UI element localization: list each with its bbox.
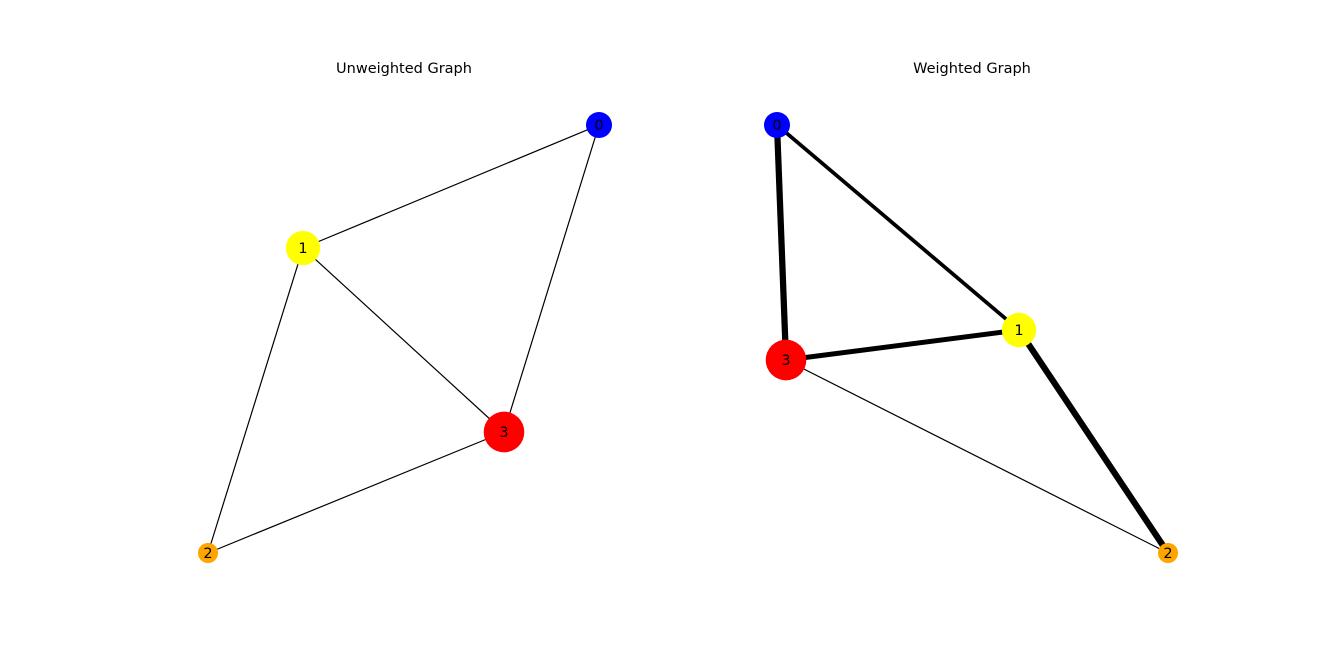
weighted-edge-0-1	[775, 123, 1021, 332]
unweighted-edge-0-1	[302, 124, 600, 249]
weighted-node-2-label: 2	[1163, 546, 1172, 562]
weighted-edge-1-2	[1015, 326, 1172, 557]
weighted-edge-0-3	[773, 121, 790, 364]
unweighted-edge-2-3	[207, 431, 505, 554]
unweighted-edge-1-3	[302, 247, 505, 433]
weighted-node-0: 0	[764, 112, 790, 138]
weighted-node-2: 2	[1157, 542, 1179, 564]
unweighted-node-1-marker	[285, 230, 321, 266]
unweighted-graph-panel: Unweighted Graph 0 1 2 3	[197, 61, 612, 564]
unweighted-node-0-marker	[586, 112, 612, 138]
unweighted-node-1-label: 1	[298, 241, 307, 257]
unweighted-graph-edges	[207, 124, 600, 554]
weighted-edge-3-1	[783, 327, 1022, 363]
weighted-edge-3-2	[785, 359, 1169, 554]
unweighted-node-2-marker	[197, 542, 219, 564]
unweighted-node-3-marker	[483, 411, 525, 453]
unweighted-graph-nodes: 0 1 2 3	[197, 112, 612, 564]
unweighted-node-0: 0	[586, 112, 612, 138]
weighted-node-3-marker	[765, 339, 807, 381]
unweighted-node-3-label: 3	[499, 425, 508, 441]
weighted-graph-edges	[773, 121, 1172, 557]
unweighted-graph-title: Unweighted Graph	[336, 61, 472, 77]
unweighted-edge-0-3	[503, 124, 600, 433]
unweighted-edge-1-2	[207, 247, 304, 554]
weighted-node-2-marker	[1157, 542, 1179, 564]
weighted-graph-panel: Weighted Graph 0 1 2 3	[764, 61, 1179, 564]
weighted-node-0-label: 0	[772, 118, 781, 134]
weighted-node-1: 1	[1001, 312, 1037, 348]
weighted-graph-title: Weighted Graph	[913, 61, 1031, 77]
weighted-node-3-label: 3	[781, 353, 790, 369]
weighted-node-1-marker	[1001, 312, 1037, 348]
weighted-node-0-marker	[764, 112, 790, 138]
weighted-graph-nodes: 0 1 2 3	[764, 112, 1179, 564]
unweighted-node-2: 2	[197, 542, 219, 564]
unweighted-node-2-label: 2	[203, 546, 212, 562]
weighted-node-3: 3	[765, 339, 807, 381]
unweighted-node-0-label: 0	[594, 118, 603, 134]
unweighted-node-1: 1	[285, 230, 321, 266]
unweighted-node-3: 3	[483, 411, 525, 453]
weighted-node-1-label: 1	[1014, 323, 1023, 339]
